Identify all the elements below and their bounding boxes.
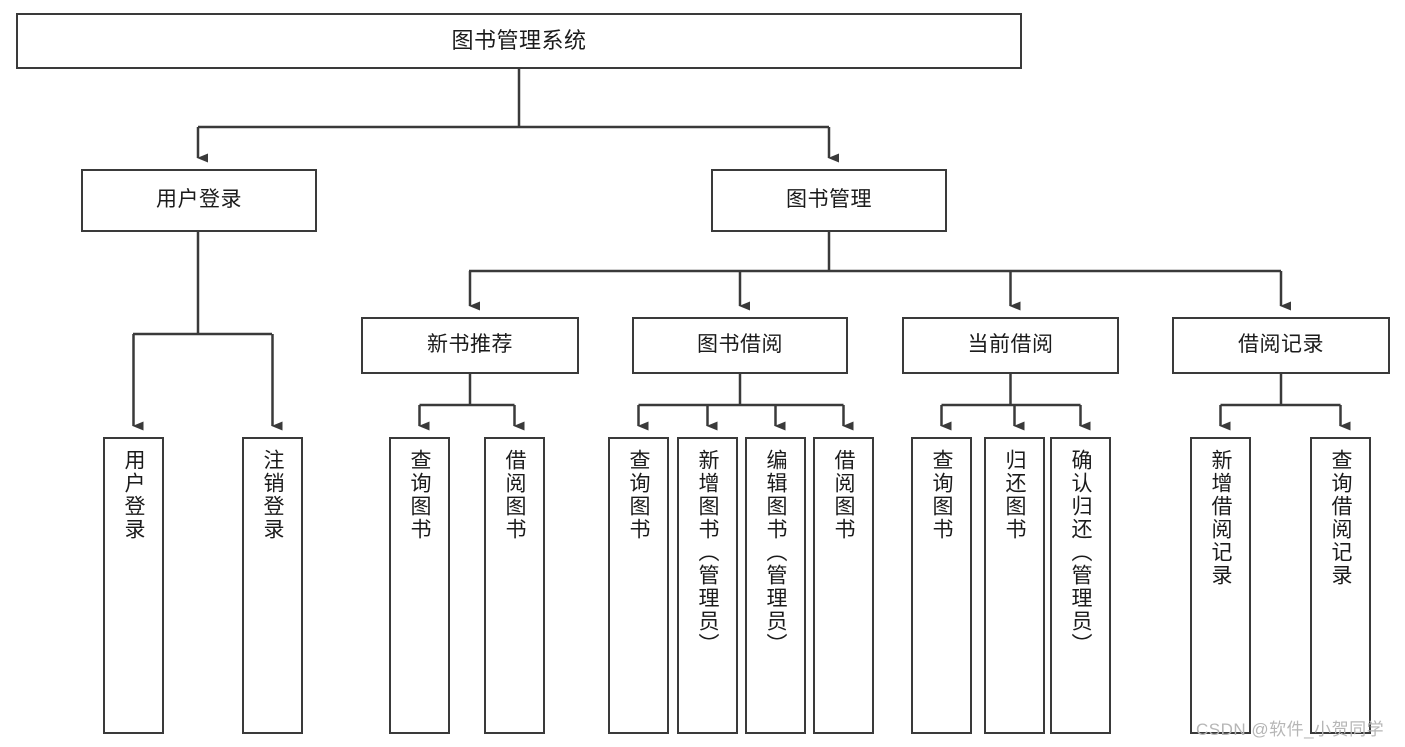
leaf-add-book[interactable]: 新增图书（管理员） xyxy=(677,437,738,734)
leaf-edit-book-label: 编辑图书（管理员） xyxy=(764,449,787,656)
leaf-query-book-3-label: 查询图书 xyxy=(930,449,953,541)
node-book-manage[interactable]: 图书管理 xyxy=(711,169,947,232)
leaf-query-borrow-record-label: 查询借阅记录 xyxy=(1329,449,1352,587)
leaf-query-book-1[interactable]: 查询图书 xyxy=(389,437,450,734)
leaf-query-book-2[interactable]: 查询图书 xyxy=(608,437,669,734)
leaf-user-login[interactable]: 用户登录 xyxy=(103,437,164,734)
leaf-borrow-book-2[interactable]: 借阅图书 xyxy=(813,437,874,734)
leaf-add-book-label: 新增图书（管理员） xyxy=(696,449,719,656)
node-user-login-label: 用户登录 xyxy=(156,188,242,212)
node-new-book-recommend-label: 新书推荐 xyxy=(427,333,513,357)
leaf-query-book-1-label: 查询图书 xyxy=(408,449,431,541)
leaf-return-book-label: 归还图书 xyxy=(1003,449,1026,541)
node-book-manage-label: 图书管理 xyxy=(786,188,872,212)
leaf-add-borrow-record[interactable]: 新增借阅记录 xyxy=(1190,437,1251,734)
node-current-borrow-label: 当前借阅 xyxy=(967,333,1054,357)
leaf-logout-label: 注销登录 xyxy=(261,449,284,541)
node-current-borrow[interactable]: 当前借阅 xyxy=(902,317,1119,374)
node-root[interactable]: 图书管理系统 xyxy=(16,13,1022,69)
node-root-label: 图书管理系统 xyxy=(451,28,587,54)
leaf-edit-book[interactable]: 编辑图书（管理员） xyxy=(745,437,806,734)
leaf-user-login-label: 用户登录 xyxy=(122,449,145,541)
leaf-query-borrow-record[interactable]: 查询借阅记录 xyxy=(1310,437,1371,734)
leaf-borrow-book-1-label: 借阅图书 xyxy=(503,449,526,541)
leaf-borrow-book-1[interactable]: 借阅图书 xyxy=(484,437,545,734)
node-new-book-recommend[interactable]: 新书推荐 xyxy=(361,317,579,374)
leaf-borrow-book-2-label: 借阅图书 xyxy=(832,449,855,541)
node-book-borrow-label: 图书借阅 xyxy=(697,333,783,357)
node-user-login[interactable]: 用户登录 xyxy=(81,169,317,232)
leaf-logout[interactable]: 注销登录 xyxy=(242,437,303,734)
leaf-confirm-return[interactable]: 确认归还（管理员） xyxy=(1050,437,1111,734)
leaf-query-book-3[interactable]: 查询图书 xyxy=(911,437,972,734)
leaf-return-book[interactable]: 归还图书 xyxy=(984,437,1045,734)
leaf-query-book-2-label: 查询图书 xyxy=(627,449,650,541)
node-borrow-record[interactable]: 借阅记录 xyxy=(1172,317,1390,374)
leaf-confirm-return-label: 确认归还（管理员） xyxy=(1069,449,1092,656)
node-borrow-record-label: 借阅记录 xyxy=(1238,333,1324,357)
watermark: CSDN @软件_小贺同学 xyxy=(1196,720,1385,739)
leaf-add-borrow-record-label: 新增借阅记录 xyxy=(1209,449,1232,587)
node-book-borrow[interactable]: 图书借阅 xyxy=(632,317,848,374)
